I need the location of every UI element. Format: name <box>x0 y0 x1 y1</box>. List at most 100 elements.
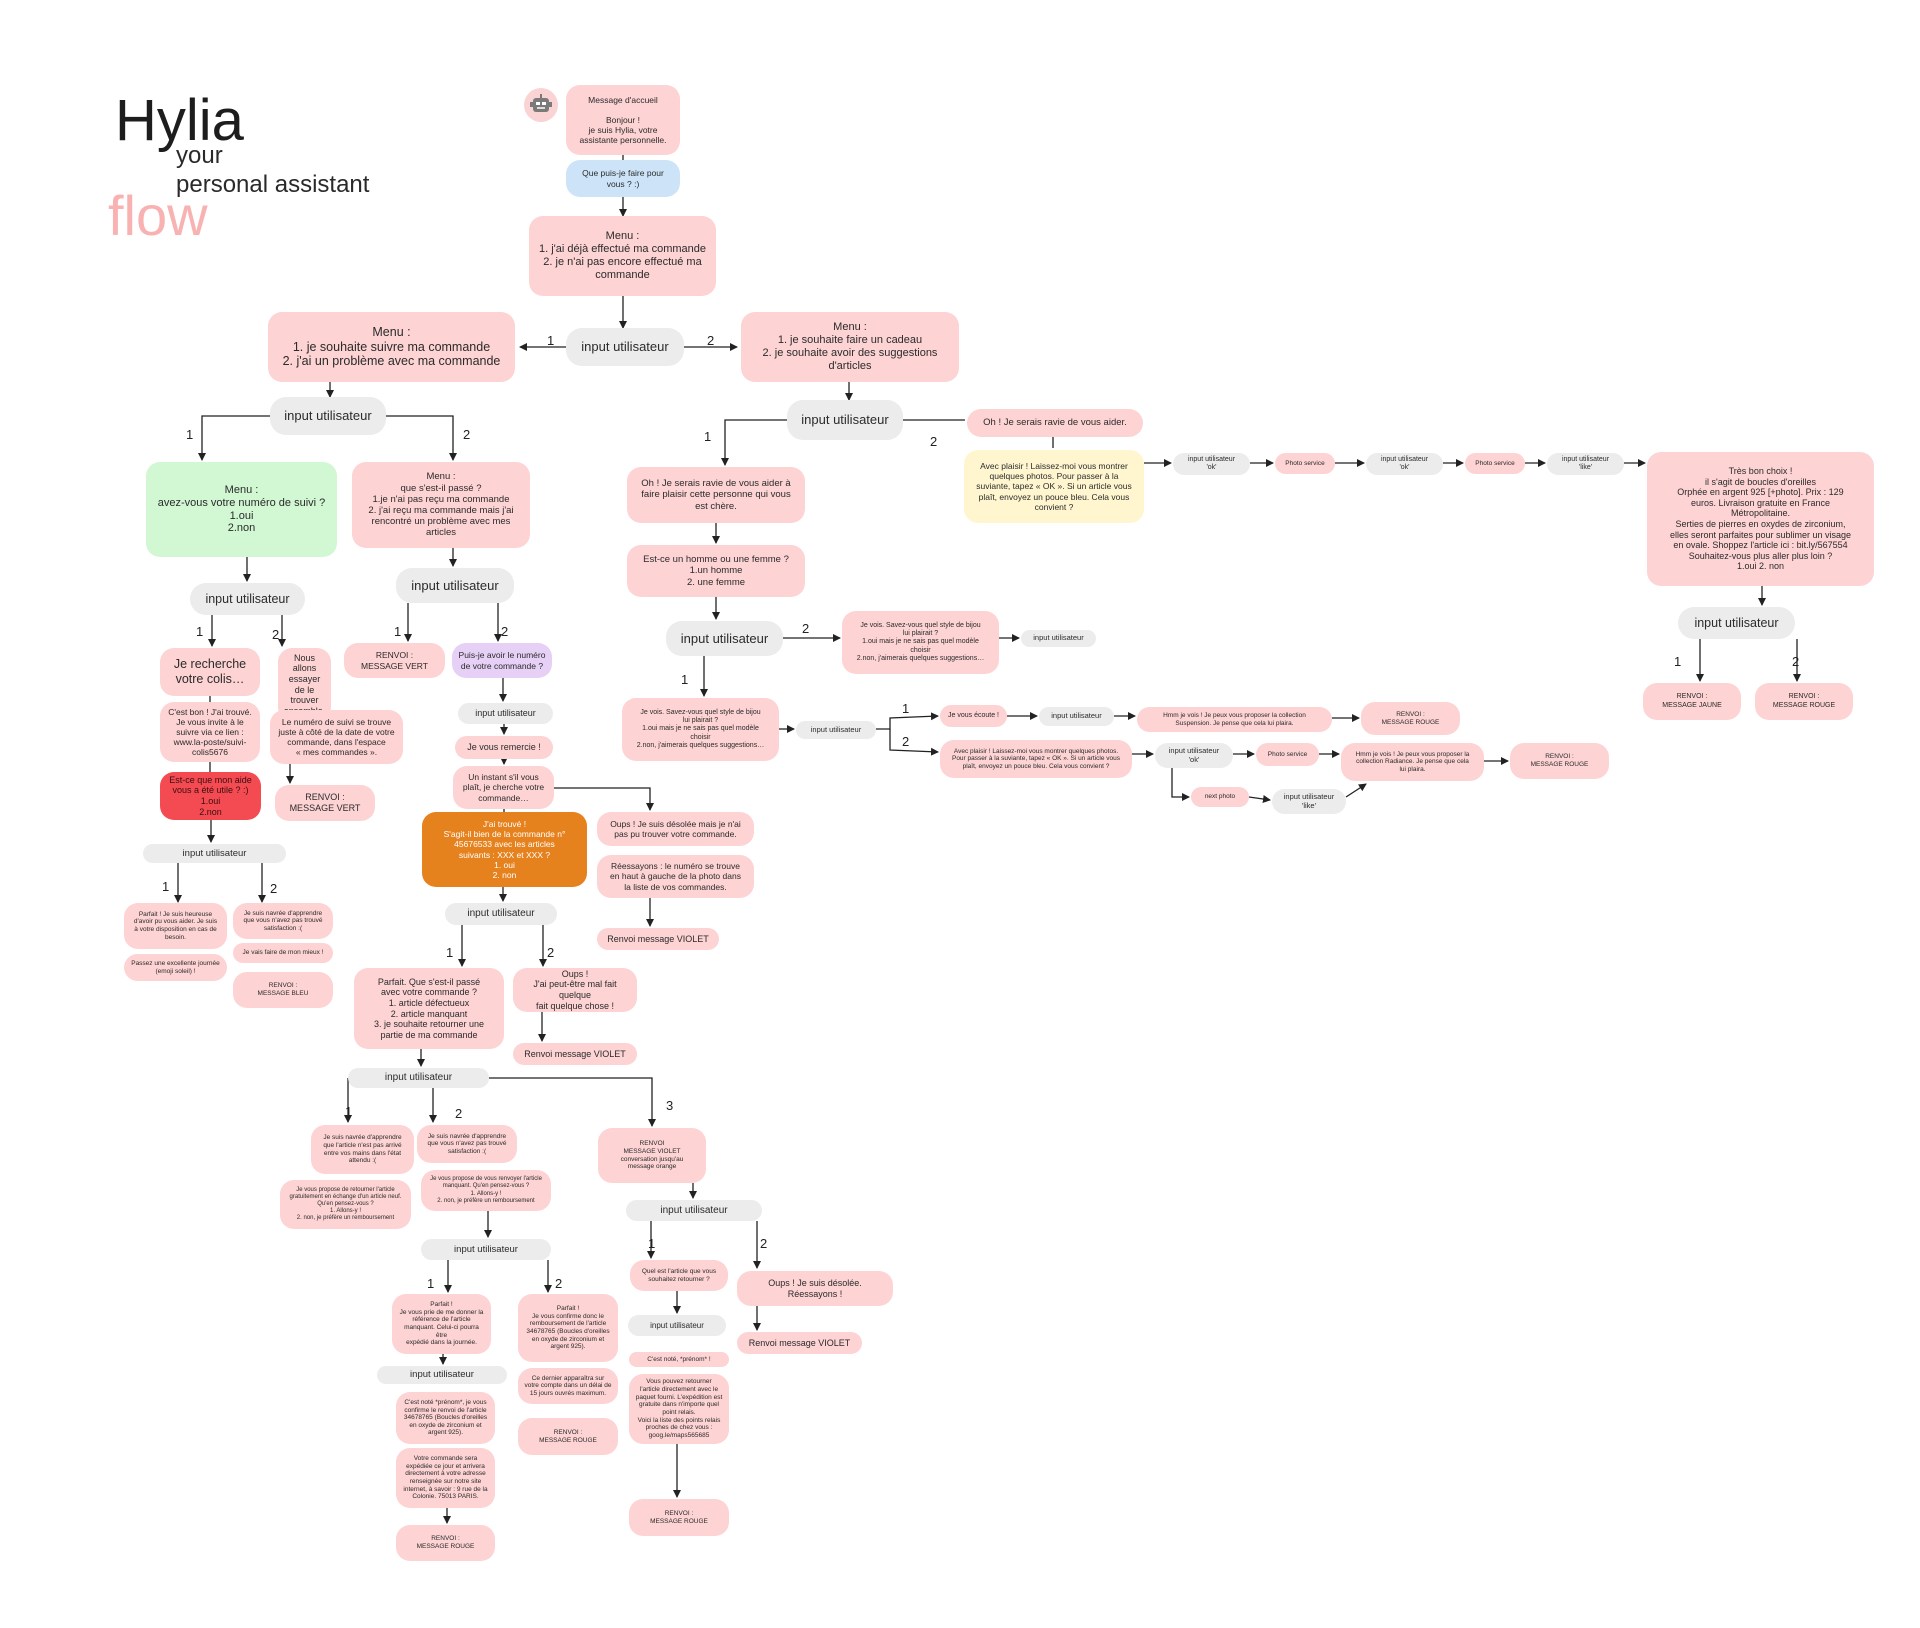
renvoi-vert-2: RENVOI : MESSAGE VERT <box>275 785 375 821</box>
input-ok-1[interactable]: input utilisateur 'ok' <box>1173 453 1250 475</box>
oups-reessayons: Oups ! Je suis désolée. Réessayons ! <box>737 1271 893 1306</box>
branch-label: 1 <box>648 1236 656 1251</box>
branch-label: 1 <box>681 672 689 687</box>
parfait-que-passe: Parfait. Que s'est-il passé avec votre c… <box>354 968 504 1049</box>
ravie-suggestions: Oh ! Je serais ravie de vous aider. <box>967 409 1143 437</box>
connector-line <box>1171 768 1190 801</box>
input-ecoute[interactable]: input utilisateur <box>1039 707 1114 726</box>
excellente-journee: Passez une excellente journée (emoji sol… <box>124 954 227 981</box>
connector-line <box>876 712 939 730</box>
branch-label: 2 <box>760 1236 768 1251</box>
input-ok-3[interactable]: input utilisateur 'ok' <box>1155 743 1233 768</box>
branch-label: 2 <box>930 434 938 449</box>
faire-mieux: Je vais faire de mon mieux ! <box>233 943 333 963</box>
input-renvoi[interactable]: input utilisateur <box>421 1239 551 1260</box>
renvoi-rouge-choix: RENVOI : MESSAGE ROUGE <box>1755 683 1853 720</box>
photo-service-1: Photo service <box>1275 453 1335 474</box>
oups-mal-fait: Oups ! J'ai peut-être mal fait quelque f… <box>513 968 637 1012</box>
menu-numero: Menu : avez-vous votre numéro de suivi ?… <box>146 462 337 557</box>
renvoi-violet-2: Renvoi message VIOLET <box>513 1043 637 1065</box>
avec-plaisir-photos: Avec plaisir ! Laissez-moi vous montrer … <box>964 450 1144 523</box>
propose-retour: Je vous propose de retourner l'article g… <box>280 1180 411 1229</box>
vois-style-femme: Je vois. Savez-vous quel style de bijou … <box>842 611 999 674</box>
navree-satisfaction: Je suis navrée d'apprendre que vous n'av… <box>233 903 333 939</box>
puis-je-numero: Puis-je avoir le numéro de votre command… <box>452 643 552 678</box>
renvoi-rouge-radiance: RENVOI : MESSAGE ROUGE <box>1510 743 1609 779</box>
note-prenom: C'est noté *prénom*, je vous confirme le… <box>396 1392 495 1444</box>
navree-abime: Je suis navrée d'apprendre que l'article… <box>311 1125 414 1174</box>
apparaitra-compte: Ce dernier apparaîtra sur votre compte d… <box>518 1368 618 1404</box>
branch-label: 3 <box>666 1098 674 1113</box>
renvoi-jaune: RENVOI : MESSAGE JAUNE <box>1643 683 1741 720</box>
input-cadeau[interactable]: input utilisateur <box>787 400 903 440</box>
robot-icon <box>524 88 558 122</box>
title-flow: flow <box>108 184 208 247</box>
instant-recherche: Un instant s'il vous plaît, je cherche v… <box>453 766 554 809</box>
branch-label: 2 <box>463 427 471 442</box>
hmm-radiance: Hmm je vois ! Je peux vous proposer la c… <box>1341 743 1484 781</box>
input-3[interactable]: input utilisateur <box>626 1200 762 1221</box>
connector-line <box>889 729 939 756</box>
renvoi-rouge-suspension: RENVOI : MESSAGE ROUGE <box>1361 702 1460 735</box>
renvoi-bleu: RENVOI : MESSAGE BLEU <box>233 972 333 1008</box>
input-numero[interactable]: input utilisateur <box>190 583 305 615</box>
branch-label: 2 <box>455 1106 463 1121</box>
commande-expediee: Votre commande sera expédiée ce jour et … <box>396 1448 495 1508</box>
oups-pas-pu: Oups ! Je suis désolée mais je n'ai pas … <box>597 812 754 846</box>
input-genre[interactable]: input utilisateur <box>666 621 783 656</box>
retourner-article: Vous pouvez retourner l'article directem… <box>629 1374 729 1444</box>
branch-label: 1 <box>394 624 402 639</box>
cest-bon: C'est bon ! J'ai trouvé. Je vous invite … <box>160 702 260 762</box>
input-trouve[interactable]: input utilisateur <box>445 903 557 925</box>
photo-service-2: Photo service <box>1465 453 1525 474</box>
input-utile[interactable]: input utilisateur <box>143 844 286 863</box>
branch-label: 1 <box>162 879 170 894</box>
input-style-femme[interactable]: input utilisateur <box>1021 630 1096 647</box>
quel-article: Quel est l'article que vous souhaitez re… <box>630 1260 728 1291</box>
branch-label: 2 <box>270 881 278 896</box>
renvoi-violet-1: Renvoi message VIOLET <box>597 928 719 950</box>
je-vous-ecoute: Je vous écoute ! <box>940 705 1007 727</box>
propose-renvoi: Je vous propose de vous renvoyer l'artic… <box>421 1170 551 1211</box>
input-suivi[interactable]: input utilisateur <box>270 397 386 435</box>
commande-trouvee: J'ai trouvé ! S'agit-il bien de la comma… <box>422 812 587 887</box>
hmm-suspension: Hmm je vois ! Je peux vous proposer la c… <box>1137 707 1332 732</box>
ravie-cadeau: Oh ! Je serais ravie de vous aider à fai… <box>627 467 805 523</box>
input-style-homme[interactable]: input utilisateur <box>796 721 876 739</box>
input-main[interactable]: input utilisateur <box>566 328 684 366</box>
branch-label: 1 <box>427 1276 435 1291</box>
next-photo: next photo <box>1191 787 1249 807</box>
input-passe[interactable]: input utilisateur <box>348 1068 489 1088</box>
menu-cadeau: Menu : 1. je souhaite faire un cadeau 2.… <box>741 312 959 382</box>
branch-label: 1 <box>446 945 454 960</box>
branch-label: 1 <box>186 427 194 442</box>
navree-manquant: Je suis navrée d'apprendre que vous n'av… <box>417 1125 517 1163</box>
parfait-reference: Parfait ! Je vous prie de me donner la r… <box>392 1294 491 1354</box>
input-choix[interactable]: input utilisateur <box>1678 607 1795 639</box>
input-probleme[interactable]: input utilisateur <box>396 568 514 603</box>
numero-suivi-info: Le numéro de suivi se trouve juste à côt… <box>270 710 403 764</box>
branch-label: 2 <box>501 624 509 639</box>
branch-label: 1 <box>196 624 204 639</box>
branch-label: 1 <box>1674 654 1682 669</box>
branch-label: 1 <box>902 701 910 716</box>
avec-plaisir-photos-2: Avec plaisir ! Laissez-moi vous montrer … <box>940 740 1132 778</box>
photo-service-3: Photo service <box>1256 743 1319 766</box>
renvoi-violet-4: Renvoi message VIOLET <box>737 1332 862 1354</box>
parfait-heureuse: Parfait ! Je suis heureuse d'avoir pu vo… <box>124 903 227 949</box>
input-reference[interactable]: input utilisateur <box>377 1366 507 1384</box>
branch-label: 2 <box>707 333 715 348</box>
aide-utile: Est-ce que mon aide vous a été utile ? :… <box>160 772 261 820</box>
connector-line <box>386 415 457 461</box>
input-commande[interactable]: input utilisateur <box>458 703 553 724</box>
title-your: your <box>176 142 223 169</box>
connector-line <box>198 415 270 461</box>
input-article[interactable]: input utilisateur <box>628 1315 726 1336</box>
title-hylia: Hylia <box>115 88 244 153</box>
renvoi-violet-3: RENVOI MESSAGE VIOLET conversation jusqu… <box>598 1128 706 1183</box>
input-like[interactable]: input utilisateur 'like' <box>1547 453 1624 475</box>
input-ok-2[interactable]: input utilisateur 'ok' <box>1366 453 1443 475</box>
connector-line <box>1345 783 1367 798</box>
input-like-2[interactable]: input utilisateur 'like' <box>1272 789 1346 814</box>
